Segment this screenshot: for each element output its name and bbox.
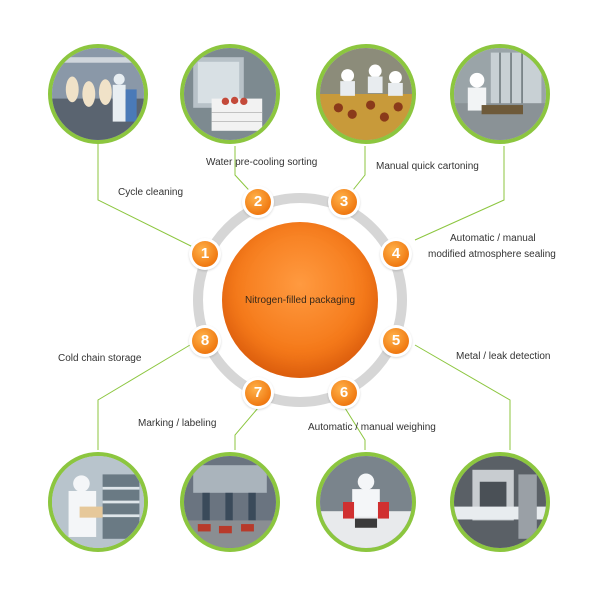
cooling-crate-photo xyxy=(180,44,280,144)
step-2-label: Water pre-cooling sorting xyxy=(206,157,318,168)
center-label: Nitrogen-filled packaging xyxy=(244,295,356,306)
center-circle xyxy=(222,222,378,378)
step-1-label: Cycle cleaning xyxy=(118,187,184,198)
poultry-processing-line-photo xyxy=(48,44,148,144)
weighing-worker-photo xyxy=(316,452,416,552)
step-5-label: Metal / leak detection xyxy=(456,351,551,362)
step-8-label: Cold chain storage xyxy=(58,353,142,364)
step-8-node: 8 xyxy=(189,325,221,357)
step-4-label-line1: Automatic / manual xyxy=(450,233,536,244)
step-4-label-line2: modified atmosphere sealing xyxy=(428,249,556,260)
cold-storage-worker-photo xyxy=(48,452,148,552)
sealing-machine-photo xyxy=(450,44,550,144)
step-4-node: 4 xyxy=(380,238,412,270)
step-1-node: 1 xyxy=(189,238,221,270)
step-7-node: 7 xyxy=(242,377,274,409)
step-5-node: 5 xyxy=(380,325,412,357)
step-7-label: Marking / labeling xyxy=(138,418,217,429)
step-2-node: 2 xyxy=(242,186,274,218)
step-3-label: Manual quick cartoning xyxy=(376,161,479,172)
step-6-label: Automatic / manual weighing xyxy=(308,422,436,433)
step-6-node: 6 xyxy=(328,377,360,409)
cartoning-workers-photo xyxy=(316,44,416,144)
process-ring xyxy=(193,193,407,407)
metal-detector-photo xyxy=(450,452,550,552)
labeling-machine-photo xyxy=(180,452,280,552)
step-3-node: 3 xyxy=(328,186,360,218)
